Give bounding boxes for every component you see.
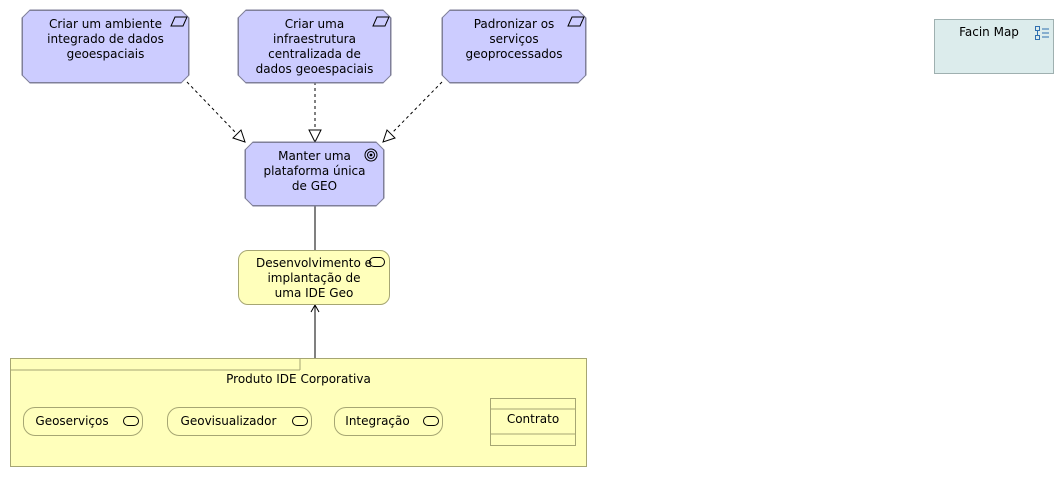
contract-lines bbox=[490, 408, 576, 435]
service-label: Desenvolvimento e implantação de uma IDE… bbox=[256, 256, 372, 300]
service-icon bbox=[123, 416, 139, 426]
service-icon bbox=[369, 257, 385, 267]
service-icon bbox=[423, 416, 439, 426]
product-service-geoservicos[interactable]: Geoserviços bbox=[23, 407, 143, 436]
principle-node[interactable]: Padronizar os serviços geoprocessados bbox=[442, 10, 586, 83]
contract-label: Contrato bbox=[506, 412, 560, 426]
product-service-label: Geoserviços bbox=[35, 414, 109, 428]
product-service-geovisualizador[interactable]: Geovisualizador bbox=[167, 407, 312, 436]
service-icon bbox=[292, 416, 308, 426]
product-tab bbox=[10, 358, 301, 371]
principle-label: Criar um ambiente integrado de dados geo… bbox=[47, 17, 164, 61]
facin-map-label: Facin Map bbox=[959, 25, 1019, 39]
product-service-integracao[interactable]: Integração bbox=[334, 407, 443, 436]
serving-product-service bbox=[310, 303, 320, 358]
product-label: Produto IDE Corporativa bbox=[226, 372, 371, 386]
facin-map-node[interactable]: Facin Map bbox=[934, 19, 1054, 74]
product-service-label: Geovisualizador bbox=[180, 414, 277, 428]
realization-p1-goal bbox=[186, 81, 246, 143]
contract-node[interactable]: Contrato bbox=[490, 398, 576, 446]
goal-label: Manter uma plataforma única de GEO bbox=[263, 149, 366, 193]
service-node[interactable]: Desenvolvimento e implantação de uma IDE… bbox=[238, 250, 390, 305]
application-component-icon bbox=[1035, 26, 1049, 40]
product-service-label: Integração bbox=[345, 414, 410, 428]
principle-node[interactable]: Criar uma infraestrutura centralizada de… bbox=[238, 10, 391, 83]
realization-p3-goal bbox=[382, 81, 443, 143]
product-node[interactable]: Produto IDE Corporativa Geoserviços Geov… bbox=[10, 358, 587, 467]
principle-label: Padronizar os serviços geoprocessados bbox=[465, 17, 563, 61]
realization-p2-goal bbox=[308, 82, 322, 144]
principle-node[interactable]: Criar um ambiente integrado de dados geo… bbox=[22, 10, 189, 83]
goal-node[interactable]: Manter uma plataforma única de GEO bbox=[245, 142, 384, 206]
principle-label: Criar uma infraestrutura centralizada de… bbox=[255, 17, 374, 76]
